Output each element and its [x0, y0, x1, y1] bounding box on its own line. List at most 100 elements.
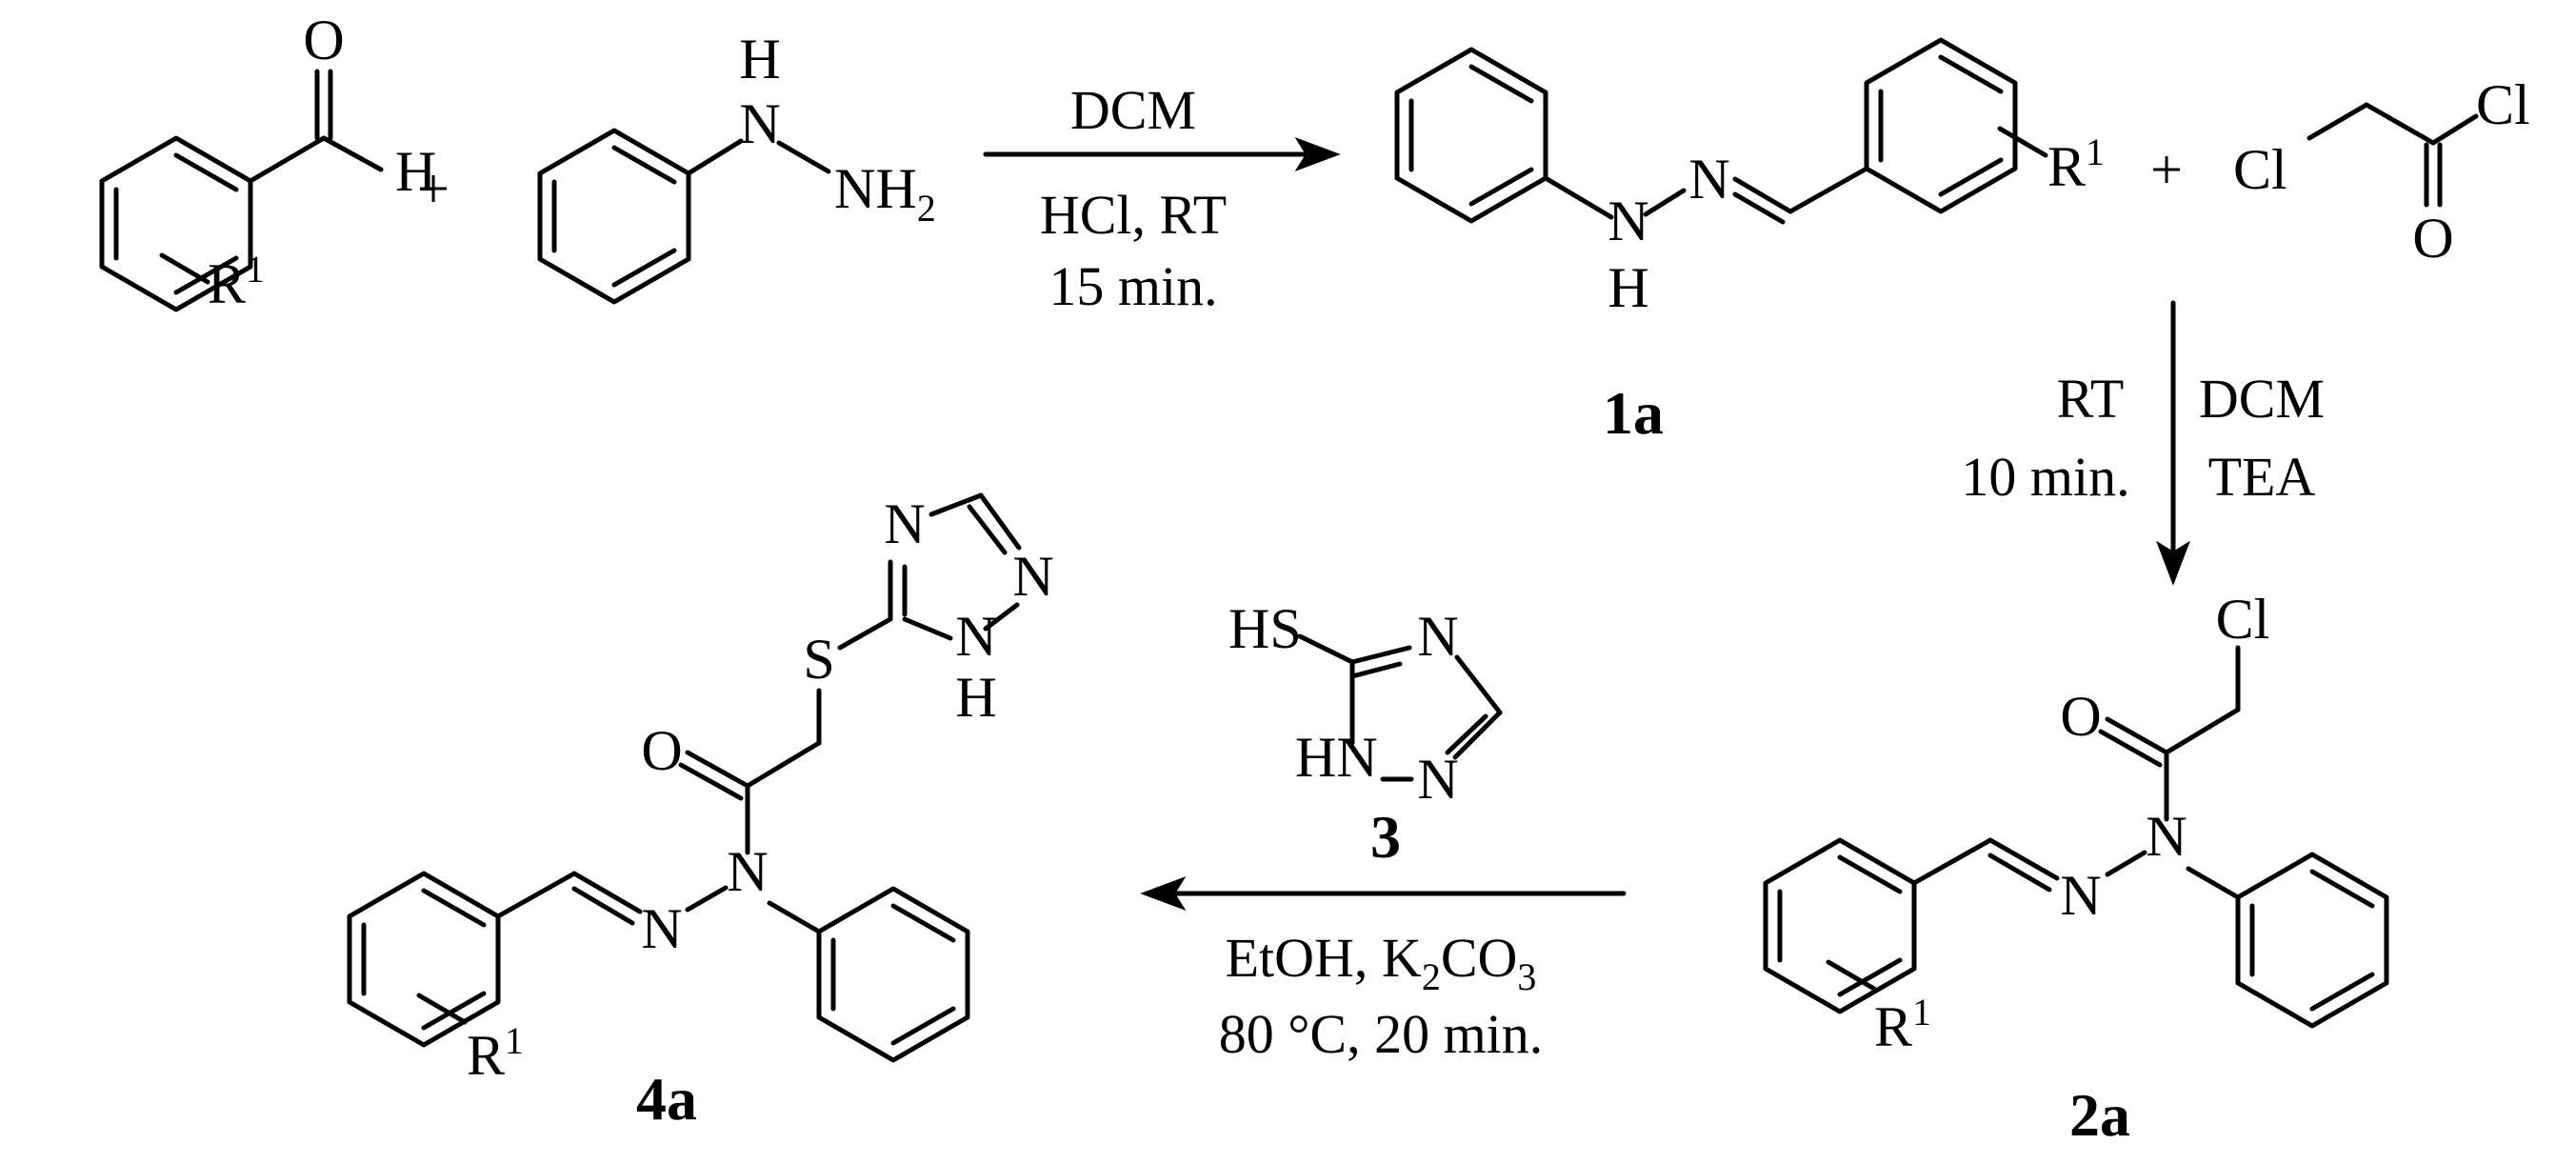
substituent-bond [1826, 959, 1877, 992]
double-bond [1987, 853, 2052, 893]
bond [686, 138, 744, 176]
benzaldehyde: O H R1 [99, 9, 436, 315]
bond [2430, 113, 2479, 146]
double-bond [1732, 176, 1793, 214]
ring-inner-bond [2309, 869, 2375, 909]
phenyl-ring [2235, 852, 2389, 1029]
ring-inner-bond [173, 255, 239, 295]
bond [248, 135, 327, 184]
bond [321, 135, 384, 172]
compound-label-3: 3 [1370, 803, 1401, 871]
step2-temp: RT [2057, 368, 2125, 430]
ring-bond [1349, 661, 1403, 679]
atom-H: H [955, 666, 996, 729]
atom-N: N [1417, 605, 1458, 668]
ring-inner-bond [611, 145, 677, 185]
ring-bond [1454, 654, 1503, 715]
step3-conditions: 80 °C, 20 min. [1219, 1003, 1544, 1065]
bond [776, 140, 831, 174]
ring-bond [983, 602, 1020, 632]
step1-time: 15 min. [1048, 255, 1217, 317]
step3-solvent: EtOH, K2CO3 [1226, 927, 1537, 998]
substituent-bond [416, 993, 468, 1025]
ring-bond [967, 504, 1008, 555]
atom-N: N [1417, 748, 1458, 811]
atom-H: H [395, 140, 436, 203]
atom-N: N [2060, 864, 2101, 927]
compound-1a: N H N R1 1a [1394, 37, 2105, 447]
atom-O: O [2412, 207, 2453, 270]
step1-solvent: DCM [1070, 79, 1196, 141]
bond [767, 900, 822, 934]
compound-3: HS N N HN 3 [1228, 597, 1503, 871]
ring-bond [902, 616, 953, 641]
atom-H: H [739, 28, 780, 90]
atom-Cl: Cl [2233, 138, 2287, 201]
compound-label-1a: 1a [1603, 379, 1664, 447]
atom-N: N [1012, 545, 1053, 608]
chloroacetyl-chloride: Cl Cl O [2233, 73, 2530, 270]
ring-bond [1445, 713, 1488, 755]
atom-N: N [739, 92, 780, 155]
bond [1643, 188, 1687, 217]
ring-inner-bond [421, 888, 487, 928]
bond [1297, 633, 1355, 665]
bond [685, 885, 729, 913]
atom-HS: HS [1228, 597, 1302, 660]
phenyl-ring [1394, 47, 1548, 224]
atom-O: O [303, 9, 344, 71]
plus-sign-2: + [2150, 138, 2183, 201]
reaction-arrow-step3: EtOH, K2CO3 80 °C, 20 min. [1140, 876, 1627, 1065]
phenyl-ring [816, 886, 970, 1063]
compound-2a: R1 N N O Cl 2a [1763, 588, 2389, 1149]
reaction-arrow-step1: DCM HCl, RT 15 min. [983, 79, 1341, 317]
ring-inner-bond [890, 1006, 956, 1046]
double-bond [678, 762, 744, 801]
substituent-R1: R1 [2047, 130, 2105, 198]
bond [2186, 866, 2241, 900]
double-bond [571, 886, 635, 926]
ring-inner-bond [1938, 157, 2004, 197]
double-bond [2105, 716, 2169, 755]
atom-N: N [1608, 190, 1648, 252]
aryl-ring [1763, 837, 1917, 1014]
substituent-bond [159, 252, 210, 285]
bond [1787, 166, 1869, 214]
bond [2164, 707, 2241, 755]
reaction-arrow-step2: RT 10 min. DCM TEA [1961, 300, 2325, 586]
aryl-ring [1864, 37, 2018, 214]
bond [1911, 837, 1993, 886]
bond [2364, 102, 2436, 146]
phenyl-ring [537, 128, 691, 305]
ring-bond [1452, 710, 1503, 760]
ring-inner-bond [1837, 957, 1903, 997]
atom-Cl: Cl [2476, 73, 2530, 136]
atom-O: O [641, 719, 682, 782]
ring-bond [929, 492, 984, 517]
atom-N: N [884, 492, 925, 555]
double-bond [571, 871, 643, 914]
ring-inner-bond [890, 903, 956, 943]
ring-inner-bond [1468, 167, 1534, 207]
ring-inner-bond [173, 152, 239, 192]
ring-inner-bond [1837, 854, 1903, 894]
substituent-R1: R1 [467, 1019, 524, 1087]
atom-HN: HN [1295, 726, 1378, 789]
ring-inner-bond [2309, 972, 2375, 1012]
substituent-bond [1997, 126, 2048, 158]
step2-base: TEA [2208, 446, 2316, 508]
ring-inner-bond [1468, 64, 1534, 104]
atom-N: N [1688, 148, 1729, 211]
bond [837, 616, 893, 651]
atom-N: N [641, 897, 682, 960]
ring-bond [1349, 645, 1412, 665]
ring-inner-bond [421, 991, 487, 1031]
step2-solvent: DCM [2199, 368, 2325, 430]
atom-N: N [955, 605, 996, 668]
double-bond [685, 750, 750, 789]
bond [2306, 102, 2369, 141]
bond [495, 871, 577, 919]
step1-reagent: HCl, RT [1040, 184, 1227, 246]
compound-label-4a: 4a [636, 1065, 697, 1133]
double-bond [1987, 837, 2060, 881]
